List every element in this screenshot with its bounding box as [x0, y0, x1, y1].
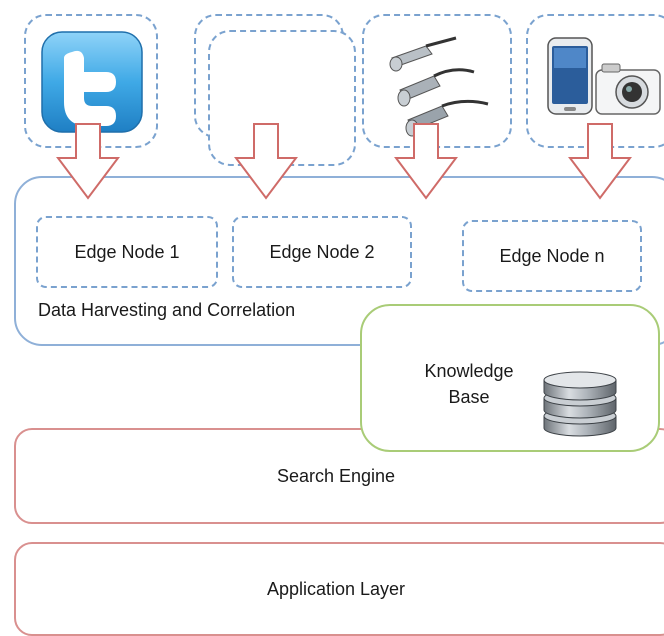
twitter-icon	[40, 30, 144, 134]
knowledge-base-title: Knowledge Base	[414, 358, 524, 410]
knowledge-base-line2: Base	[448, 387, 490, 407]
arrow-down	[568, 123, 632, 200]
data-harvesting-label: Data Harvesting and Correlation	[38, 300, 296, 320]
application-layer: Application Layer	[14, 542, 664, 636]
edge-node-1: Edge Node 1	[36, 216, 218, 288]
phone-icon	[546, 36, 594, 116]
camera-icon	[594, 60, 664, 120]
source-empty-front	[208, 30, 356, 166]
edge-node-label: Edge Node 2	[269, 241, 375, 262]
database-icon	[540, 364, 620, 438]
edge-node-2: Edge Node 2	[232, 216, 412, 288]
source-devices	[526, 14, 664, 148]
knowledge-base-line1: Knowledge	[424, 361, 514, 381]
arrow-down	[394, 123, 458, 200]
knowledge-base-box: Knowledge Base	[360, 304, 660, 452]
edge-node-n: Edge Node n	[462, 220, 642, 292]
edge-node-label: Edge Node 1	[74, 241, 180, 262]
search-engine-label: Search Engine	[276, 465, 396, 486]
application-layer-label: Application Layer	[266, 578, 406, 599]
arrow-down	[56, 123, 120, 200]
source-sensors	[362, 14, 512, 148]
edge-node-label: Edge Node n	[499, 245, 605, 266]
arrow-down	[234, 123, 298, 200]
